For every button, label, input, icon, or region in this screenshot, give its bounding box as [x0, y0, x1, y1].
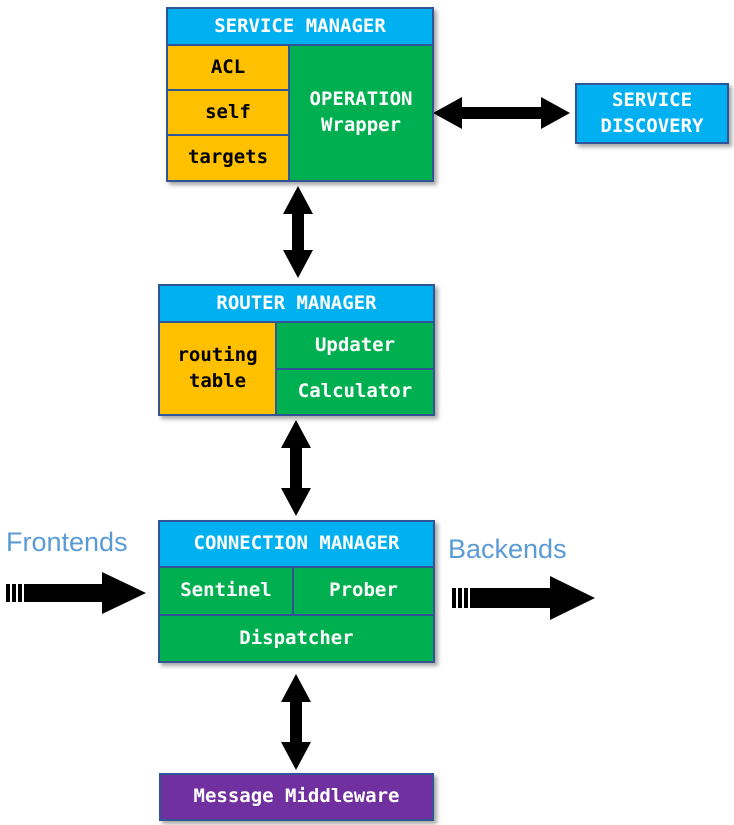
- updater-box: Updater: [276, 322, 434, 369]
- backends-label: Backends: [448, 534, 567, 564]
- acl-box: ACL: [167, 45, 289, 90]
- connection-manager-title: CONNECTION MANAGER: [159, 521, 434, 567]
- cm-mm-arrow: [281, 674, 311, 770]
- service-discovery-box: SERVICE DISCOVERY: [575, 83, 729, 144]
- dispatcher-box: Dispatcher: [159, 615, 434, 662]
- router-manager-title: ROUTER MANAGER: [159, 285, 434, 322]
- frontends-arrow: [6, 572, 146, 614]
- frontends-label: Frontends: [6, 527, 128, 557]
- sm-rm-arrow: [283, 186, 313, 278]
- service-manager-title: SERVICE MANAGER: [167, 8, 433, 45]
- routing-table-box: routing table: [159, 322, 276, 415]
- self-box: self: [167, 90, 289, 135]
- sm-discovery-arrow: [433, 97, 570, 129]
- operation-wrapper-box: OPERATION Wrapper: [289, 45, 433, 181]
- message-middleware-box: Message Middleware: [159, 773, 434, 821]
- rm-cm-arrow: [281, 420, 311, 516]
- backends-arrow: [452, 576, 595, 620]
- targets-box: targets: [167, 135, 289, 181]
- calculator-box: Calculator: [276, 369, 434, 415]
- sentinel-box: Sentinel: [159, 567, 293, 615]
- prober-box: Prober: [293, 567, 434, 615]
